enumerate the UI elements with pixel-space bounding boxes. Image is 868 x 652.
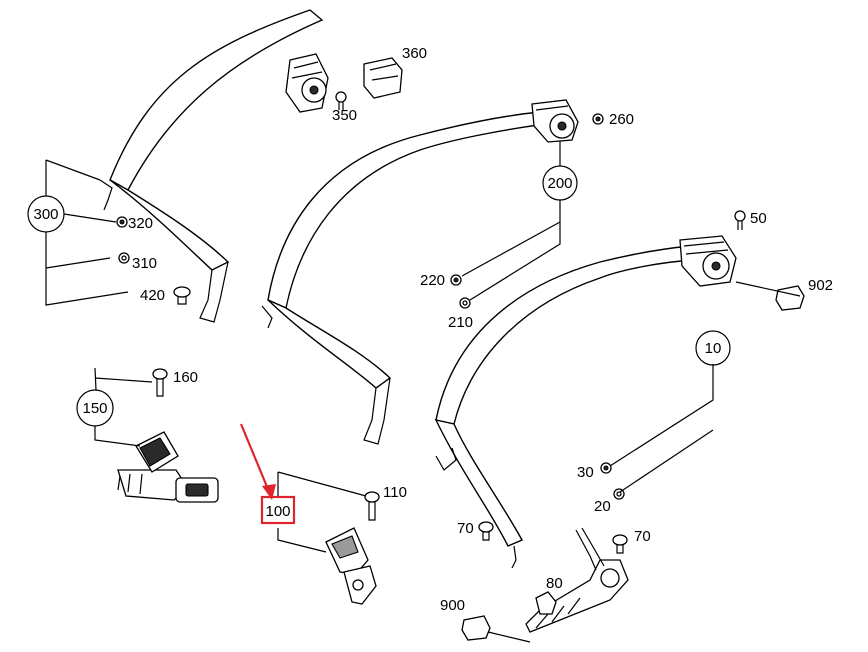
callout-circle-150	[76, 389, 114, 427]
callout-label-300: 300	[33, 206, 58, 223]
connector-900	[461, 615, 491, 641]
callout-circle-300	[27, 195, 65, 233]
washer-210	[459, 297, 471, 309]
callout-label-350: 350	[332, 107, 357, 124]
bolt-160	[152, 368, 168, 397]
washer-220	[450, 274, 462, 286]
belt-assembly-300	[45, 9, 403, 323]
callout-label-210-text: 210	[448, 314, 473, 331]
bolt-420	[173, 286, 191, 305]
buckle-assembly-100	[277, 471, 380, 605]
washer-320	[116, 216, 128, 228]
highlight-marker	[239, 423, 296, 525]
highlight-arrow	[239, 423, 272, 495]
callout-label-70-left: 70	[457, 520, 474, 537]
callout-label-110-text: 110	[383, 484, 407, 501]
nut-260	[592, 113, 604, 125]
bracket-360	[363, 57, 403, 99]
callout-label-902: 902	[808, 277, 833, 294]
belt-assembly-200	[261, 99, 604, 445]
callout-label-320: 320	[128, 215, 153, 232]
callout-label-220: 220	[420, 272, 445, 289]
callout-label-30: 30	[577, 464, 594, 481]
pretensioner-900	[461, 521, 629, 643]
callout-label-900: 900	[440, 597, 465, 614]
highlight-arrow-head	[262, 484, 276, 500]
buckle-assembly-150	[94, 367, 219, 503]
belt-assembly-10	[434, 210, 805, 569]
callout-label-160: 160	[173, 369, 198, 386]
retractor-10	[679, 235, 737, 287]
callout-label-50: 50	[750, 210, 767, 227]
callout-label-260: 260	[609, 111, 634, 128]
callout-label-310: 310	[132, 255, 157, 272]
callout-label-360: 360	[402, 45, 427, 62]
washer-310	[118, 252, 130, 264]
retractor-300	[285, 53, 329, 113]
bolt-70-right	[612, 534, 628, 554]
bolt-110	[364, 491, 380, 521]
callout-label-150: 150	[82, 400, 107, 417]
callout-label-70-right: 70	[634, 528, 651, 545]
callout-label-10: 10	[705, 340, 722, 357]
nut-80	[535, 591, 557, 615]
callout-label-20: 20	[594, 498, 611, 515]
screw-50	[734, 210, 746, 230]
washer-30	[600, 462, 612, 474]
screw-350	[335, 91, 347, 110]
callout-label-420: 420	[140, 287, 165, 304]
bolt-70-left	[478, 521, 494, 541]
callout-label-80: 80	[546, 575, 563, 592]
callout-circle-200	[542, 165, 578, 201]
retractor-200	[531, 99, 579, 143]
highlight-box-100	[260, 495, 296, 525]
callout-circle-10	[695, 330, 731, 366]
callout-label-100[interactable]: 100	[265, 503, 290, 520]
callout-label-200: 200	[547, 175, 572, 192]
connector-902	[775, 285, 805, 311]
